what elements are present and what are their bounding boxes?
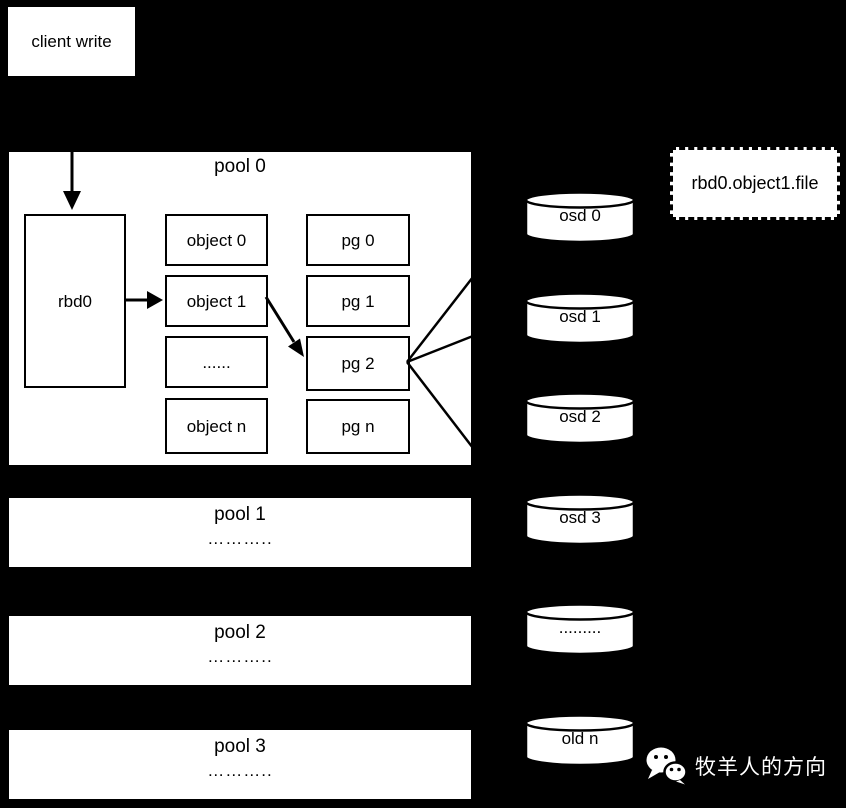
client-write-box: client write (6, 5, 137, 78)
pool2-box: pool 2 ……….. (7, 614, 473, 687)
pg0-label: pg 0 (341, 230, 375, 250)
pg-n-label: pg n (341, 417, 375, 436)
osd1-cylinder: osd 1 (524, 292, 636, 345)
object-n-box: object n (165, 398, 268, 454)
pool0-box: pool 0 rbd0 object 0 object 1 ...... obj… (7, 150, 473, 467)
osd-ellipsis-label: ......... (558, 618, 602, 637)
pg0-box: pg 0 (306, 214, 410, 266)
disk-icon (524, 493, 636, 546)
object-n-label: object n (186, 416, 247, 436)
disk-icon (524, 191, 636, 244)
watermark: 牧羊人的方向 (645, 747, 827, 785)
client-write-label: client write (31, 32, 112, 51)
osd2-label: osd 2 (559, 407, 601, 426)
disk-icon (524, 292, 636, 345)
wechat-icon (646, 747, 688, 785)
rbd0-label: rbd0 (57, 291, 93, 311)
disk-icon (524, 603, 636, 656)
rbd0-box: rbd0 (24, 214, 126, 388)
pool3-title: pool 3 (214, 736, 266, 757)
osd3-label: osd 3 (559, 508, 601, 527)
disk-icon (524, 714, 636, 767)
pool1-box: pool 1 ……….. (7, 496, 473, 569)
object0-box: object 0 (165, 214, 268, 266)
watermark-text: 牧羊人的方向 (695, 756, 827, 779)
pool1-title: pool 1 (214, 504, 266, 525)
object-ellipsis-box: ...... (165, 336, 268, 388)
disk-icon (524, 392, 636, 445)
osd1-label: osd 1 (559, 307, 601, 326)
pg-n-box: pg n (306, 399, 410, 454)
pool1-dots: ……….. (207, 529, 273, 548)
pool3-box: pool 3 ……….. (7, 728, 473, 801)
file-mapping-label: rbd0.object1.file (691, 173, 819, 193)
osd3-cylinder: osd 3 (524, 493, 636, 546)
object1-label: object 1 (186, 291, 247, 311)
pg1-label: pg 1 (341, 291, 375, 311)
object-ellipsis-label: ...... (202, 352, 231, 372)
osd-n-cylinder: old n (524, 714, 636, 767)
pool2-dots: ……….. (207, 647, 273, 666)
object0-label: object 0 (186, 230, 247, 250)
pool0-title: pool 0 (214, 156, 266, 177)
osd0-label: osd 0 (559, 206, 601, 225)
osd-ellipsis-cylinder: ......... (524, 603, 636, 656)
osd-n-label: old n (561, 729, 599, 748)
pg2-label: pg 2 (341, 354, 375, 373)
osd2-cylinder: osd 2 (524, 392, 636, 445)
pool3-dots: ……….. (207, 761, 273, 780)
pool2-title: pool 2 (214, 622, 266, 643)
file-mapping-box: rbd0.object1.file (670, 147, 840, 220)
pg2-box: pg 2 (306, 336, 410, 391)
osd0-cylinder: osd 0 (524, 191, 636, 244)
pg1-box: pg 1 (306, 275, 410, 327)
object1-box: object 1 (165, 275, 268, 327)
